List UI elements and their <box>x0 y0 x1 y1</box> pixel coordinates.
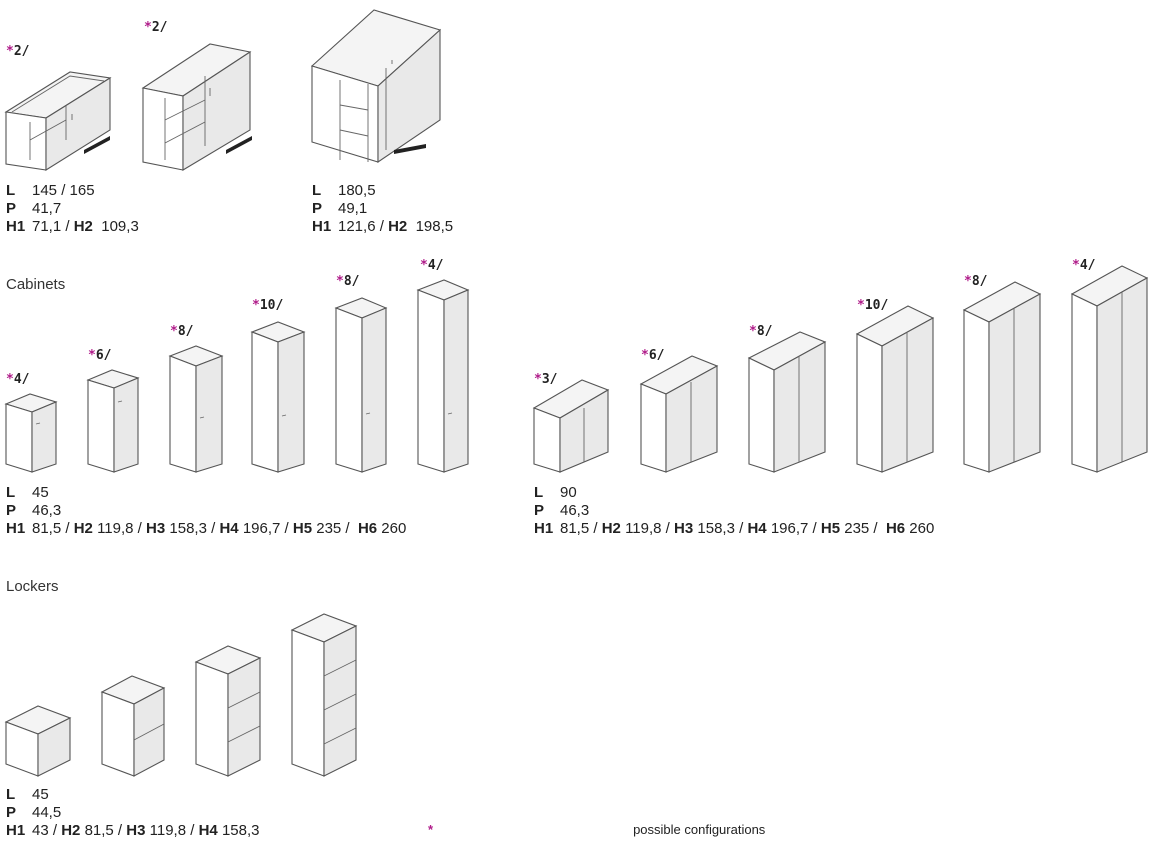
sideboard-low-drawing <box>4 71 112 171</box>
legend-star: * <box>428 822 434 837</box>
config-badge: *2/ <box>6 44 30 59</box>
section-title-lockers: Lockers <box>6 578 59 595</box>
config-badge: *4/ <box>420 258 444 273</box>
config-badge: *10/ <box>857 298 889 313</box>
config-badge: *10/ <box>252 298 284 313</box>
sliding-door-cabinet-drawing <box>310 9 442 164</box>
config-badge: *8/ <box>964 274 988 289</box>
config-badge: *6/ <box>641 348 665 363</box>
config-badge: *4/ <box>6 372 30 387</box>
single-door-cabinets-drawing <box>4 279 470 473</box>
double-door-cabinets-drawing <box>532 265 1149 473</box>
legend-possible-configurations: * possible configurations <box>428 822 765 837</box>
config-badge: *8/ <box>170 324 194 339</box>
config-badge: *6/ <box>88 348 112 363</box>
legend-text: possible configurations <box>633 822 766 837</box>
config-badge: *2/ <box>144 20 168 35</box>
config-badge: *3/ <box>534 372 558 387</box>
config-badge: *4/ <box>1072 258 1096 273</box>
sideboard-tall-drawing <box>141 43 252 171</box>
lockers-drawing <box>4 613 358 777</box>
config-badge: *8/ <box>749 324 773 339</box>
config-badge: *8/ <box>336 274 360 289</box>
section-title-cabinets: Cabinets <box>6 276 66 293</box>
